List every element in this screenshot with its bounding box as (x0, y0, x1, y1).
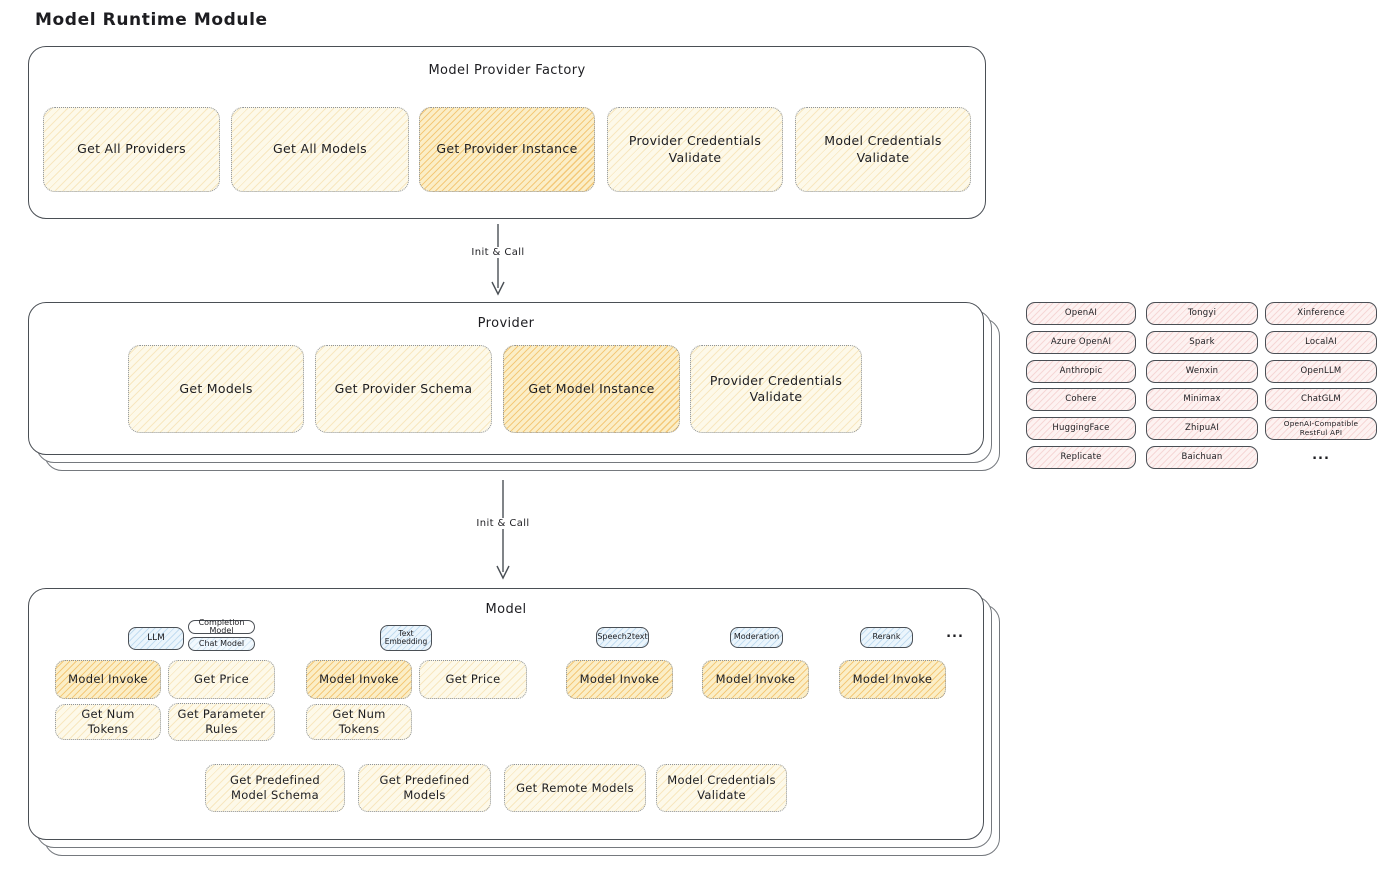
tab-speech2text: Speech2text (596, 627, 649, 648)
llm-get-parameter-rules: Get Parameter Rules (168, 703, 275, 741)
tab-chat-model: Chat Model (188, 637, 255, 651)
provider-pill-chatglm: ChatGLM (1265, 388, 1377, 411)
provider-pill-openllm: OpenLLM (1265, 360, 1377, 383)
provider-pill-wenxin: Wenxin (1146, 360, 1258, 383)
provider-pill-replicate: Replicate (1026, 446, 1136, 469)
provider-pill-cohere: Cohere (1026, 388, 1136, 411)
llm-get-price: Get Price (168, 660, 275, 699)
provider-pill-spark: Spark (1146, 331, 1258, 354)
factory-get-all-models: Get All Models (231, 107, 409, 192)
factory-provider-credentials-validate: Provider Credentials Validate (607, 107, 783, 192)
tabs-more-ellipsis: ... (946, 626, 964, 641)
provider-pill-tongyi: Tongyi (1146, 302, 1258, 325)
get-predefined-model-schema: Get Predefined Model Schema (205, 764, 345, 812)
provider-pill-xinference: Xinference (1265, 302, 1377, 325)
provider-get-model-instance: Get Model Instance (503, 345, 680, 433)
tab-llm: LLM (128, 627, 184, 650)
rerank-model-invoke: Model Invoke (839, 660, 946, 699)
provider-get-provider-schema: Get Provider Schema (315, 345, 492, 433)
provider-pill-azure-openai: Azure OpenAI (1026, 331, 1136, 354)
factory-get-all-providers: Get All Providers (43, 107, 220, 192)
provider-pill-minimax: Minimax (1146, 388, 1258, 411)
arrow-provider-to-model (495, 480, 511, 580)
arrow1-label: Init & Call (467, 247, 529, 258)
llm-get-num-tokens: Get Num Tokens (55, 704, 161, 740)
page-title: Model Runtime Module (35, 10, 268, 30)
provider-pill-huggingface: HuggingFace (1026, 417, 1136, 440)
get-predefined-models: Get Predefined Models (358, 764, 491, 812)
provider-title: Provider (477, 316, 535, 331)
provider-pill-openai-compatible: OpenAI-Compatible RestFul API (1265, 417, 1377, 440)
arrow2-label: Init & Call (472, 518, 534, 529)
provider-credentials-validate: Provider Credentials Validate (690, 345, 862, 433)
factory-model-credentials-validate: Model Credentials Validate (795, 107, 971, 192)
arrow-factory-to-provider (490, 224, 506, 296)
provider-pill-localai: LocalAI (1265, 331, 1377, 354)
provider-pill-anthropic: Anthropic (1026, 360, 1136, 383)
tab-completion-model: Completion Model (188, 619, 255, 635)
te-get-price: Get Price (419, 660, 527, 699)
tab-rerank: Rerank (860, 627, 913, 648)
moderation-model-invoke: Model Invoke (702, 660, 809, 699)
provider-pill-baichuan: Baichuan (1146, 446, 1258, 469)
providers-more-ellipsis: ... (1312, 448, 1330, 463)
llm-model-invoke: Model Invoke (55, 660, 161, 699)
te-get-num-tokens: Get Num Tokens (306, 704, 412, 740)
tab-moderation: Moderation (730, 627, 783, 648)
get-remote-models: Get Remote Models (504, 764, 646, 812)
tab-text-embedding: Text Embedding (380, 625, 432, 651)
te-model-invoke: Model Invoke (306, 660, 412, 699)
provider-get-models: Get Models (128, 345, 304, 433)
s2t-model-invoke: Model Invoke (566, 660, 673, 699)
factory-get-provider-instance: Get Provider Instance (419, 107, 595, 192)
model-title: Model (485, 602, 527, 617)
provider-pill-zhipuai: ZhipuAI (1146, 417, 1258, 440)
model-credentials-validate: Model Credentials Validate (656, 764, 787, 812)
provider-pill-openai: OpenAI (1026, 302, 1136, 325)
factory-title: Model Provider Factory (428, 63, 586, 78)
